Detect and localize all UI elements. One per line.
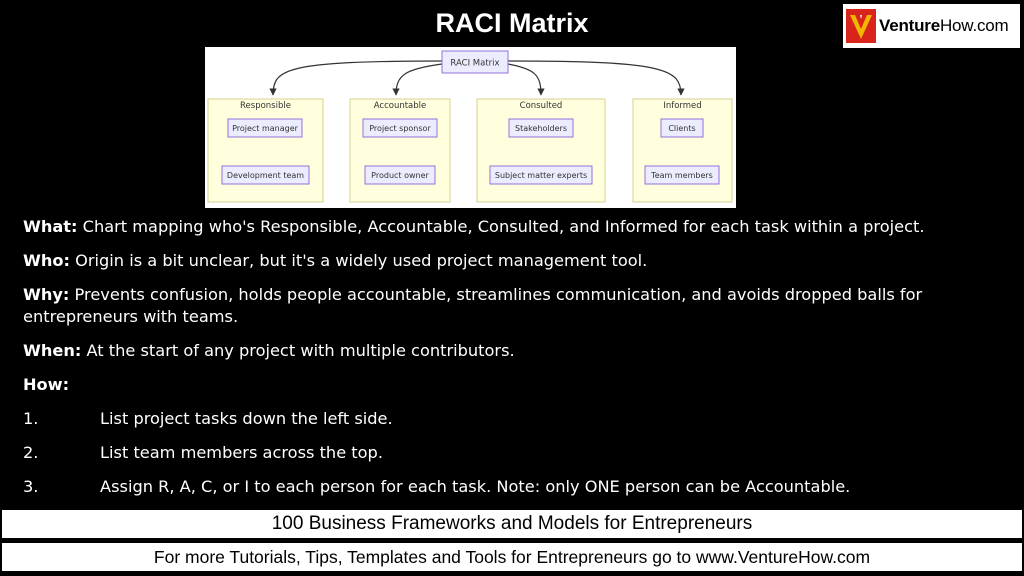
- how-label: How:: [23, 375, 70, 394]
- step-number: 1.: [23, 409, 39, 428]
- group-accountable: Accountable Project sponsor Product owne…: [349, 98, 451, 203]
- cta-banner[interactable]: For more Tutorials, Tips, Templates and …: [0, 541, 1024, 573]
- what-label: What:: [23, 217, 78, 236]
- raci-diagram: RACI Matrix Responsible Project manager …: [205, 47, 736, 208]
- root-node: RACI Matrix: [441, 50, 509, 74]
- node-label: Development team: [227, 171, 304, 180]
- what-paragraph: What: Chart mapping who's Responsible, A…: [23, 216, 1003, 238]
- edge-accountable: [392, 63, 443, 96]
- when-paragraph: When: At the start of any project with m…: [23, 340, 1003, 362]
- logo-text: VentureHow.com: [879, 16, 1009, 35]
- step-text: Assign R, A, C, or I to each person for …: [100, 477, 851, 496]
- group-responsible: Responsible Project manager Development …: [207, 98, 324, 203]
- edge-responsible: [269, 60, 443, 96]
- edge-consulted: [507, 63, 545, 96]
- who-label: Who:: [23, 251, 70, 270]
- what-text: Chart mapping who's Responsible, Account…: [77, 217, 925, 236]
- when-label: When:: [23, 341, 82, 360]
- why-paragraph: Why: Prevents confusion, holds people ac…: [23, 284, 1003, 328]
- who-text: Origin is a bit unclear, but it's a wide…: [69, 251, 648, 270]
- venturehow-v-icon: [846, 7, 876, 45]
- root-label: RACI Matrix: [450, 59, 499, 69]
- step-number: 2.: [23, 443, 39, 462]
- series-banner: 100 Business Frameworks and Models for E…: [0, 508, 1024, 540]
- node-box: [362, 118, 438, 138]
- group-informed: Informed Clients Team members: [632, 98, 733, 203]
- node-label: Stakeholders: [515, 124, 567, 133]
- edge-informed: [507, 60, 685, 96]
- node-label: Subject matter experts: [495, 171, 587, 180]
- step-item: 1. List project tasks down the left side.: [23, 408, 1003, 430]
- step-item: 3. Assign R, A, C, or I to each person fo…: [23, 476, 1003, 498]
- node-label: Clients: [668, 124, 695, 133]
- group-label: Accountable: [374, 101, 427, 111]
- group-label: Responsible: [240, 101, 291, 111]
- node-box: [508, 118, 574, 138]
- group-label: Informed: [663, 101, 701, 111]
- node-box: [221, 165, 310, 185]
- node-label: Team members: [650, 171, 713, 180]
- node-box: [489, 165, 593, 185]
- node-box: [660, 118, 704, 138]
- page-title: RACI Matrix: [435, 8, 589, 38]
- why-label: Why:: [23, 285, 70, 304]
- step-text: List project tasks down the left side.: [100, 409, 393, 428]
- step-text: List team members across the top.: [100, 443, 383, 462]
- step-item: 2. List team members across the top.: [23, 442, 1003, 464]
- step-number: 3.: [23, 477, 39, 496]
- venturehow-logo[interactable]: VentureHow.com: [843, 4, 1020, 48]
- raci-diagram-svg: RACI Matrix Responsible Project manager …: [207, 50, 733, 203]
- group-label: Consulted: [520, 101, 563, 111]
- node-box: [644, 165, 720, 185]
- node-label: Project manager: [232, 124, 299, 133]
- who-paragraph: Who: Origin is a bit unclear, but it's a…: [23, 250, 1003, 272]
- node-box: [227, 118, 303, 138]
- group-consulted: Consulted Stakeholders Subject matter ex…: [476, 98, 606, 203]
- why-text: Prevents confusion, holds people account…: [23, 285, 923, 326]
- node-label: Product owner: [371, 171, 429, 180]
- node-label: Project sponsor: [369, 124, 431, 133]
- when-text: At the start of any project with multipl…: [81, 341, 515, 360]
- description-block: What: Chart mapping who's Responsible, A…: [23, 216, 1003, 510]
- node-box: [364, 165, 436, 185]
